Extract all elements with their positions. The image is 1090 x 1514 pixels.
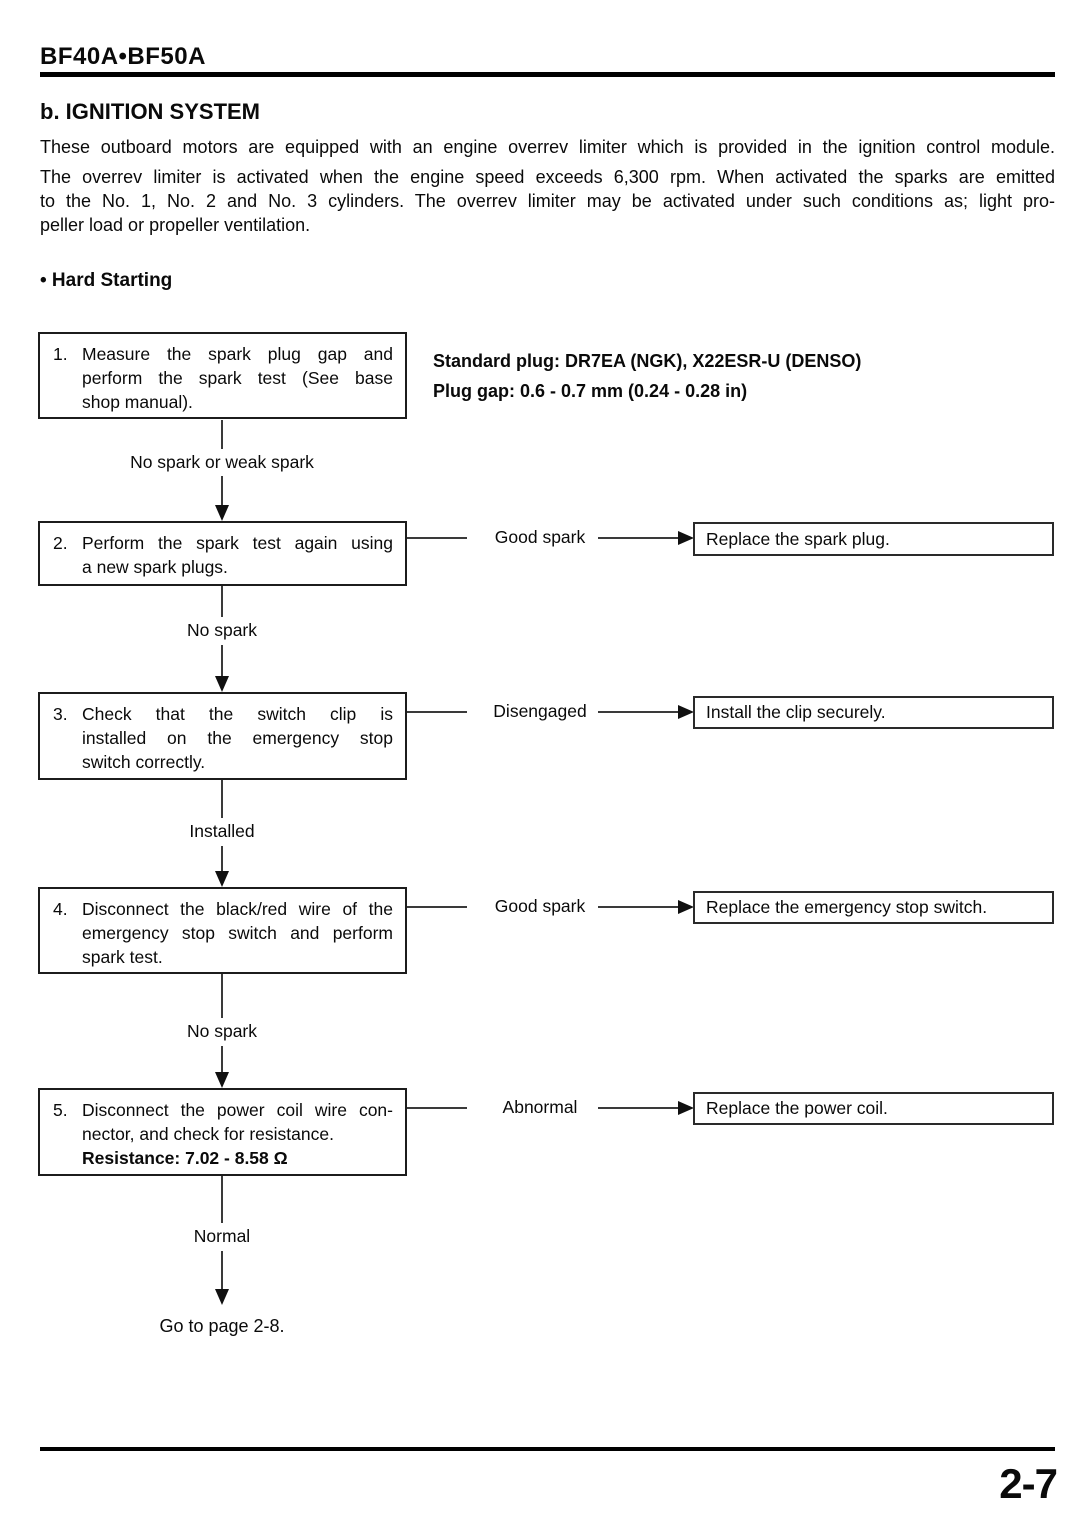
connector-line: [221, 974, 223, 1018]
arrow-right-icon: [678, 900, 694, 914]
spec-standard-plug: Standard plug: DR7EA (NGK), X22ESR-U (DE…: [433, 351, 862, 371]
arrow-right-icon: [678, 531, 694, 545]
subsection-title: • Hard Starting: [40, 270, 173, 291]
branch-label: Abnormal: [502, 1097, 578, 1117]
step-line: shop manual).: [82, 392, 193, 412]
arrow-down-icon: [215, 505, 229, 521]
down-label: No spark: [186, 620, 258, 640]
down-label: No spark: [186, 1021, 258, 1041]
connector-line: [598, 1107, 680, 1109]
flow-step-5: 5. Disconnect the power coil wire con- n…: [38, 1088, 407, 1176]
body-paragraph: The overrev limiter is activated when th…: [40, 165, 1055, 237]
arrow-down-icon: [215, 871, 229, 887]
connector-line: [407, 711, 467, 713]
down-label: Installed: [189, 821, 255, 841]
result-box: Install the clip securely.: [693, 696, 1054, 729]
flow-step-2: 2. Perform the spark test again using a …: [38, 521, 407, 586]
step-number: 4.: [53, 899, 68, 919]
result-box: Replace the emergency stop switch.: [693, 891, 1054, 924]
step-line: Disconnect the power coil wire con-: [82, 1100, 393, 1120]
paragraph-line: to the No. 1, No. 2 and No. 3 cylinders.…: [40, 191, 1055, 211]
connector-line: [221, 645, 223, 677]
step-line: Disconnect the black/red wire of the: [82, 899, 393, 919]
page-number: 2-7: [999, 1460, 1058, 1507]
terminal-label: Go to page 2-8.: [159, 1316, 285, 1336]
step-line: Perform the spark test again using: [82, 533, 393, 553]
connector-line: [221, 476, 223, 506]
branch-label: Disengaged: [493, 701, 587, 721]
flow-step-1: 1. Measure the spark plug gap and perfor…: [38, 332, 407, 419]
step-line: emergency stop switch and perform: [82, 923, 393, 943]
step-spec-line: Resistance: 7.02 - 8.58 Ω: [82, 1148, 288, 1168]
result-text: Replace the power coil.: [706, 1098, 888, 1118]
arrow-down-icon: [215, 1072, 229, 1088]
header-model: BF40A•BF50A: [40, 43, 206, 70]
paragraph-line: The overrev limiter is activated when th…: [40, 167, 1055, 187]
arrow-down-icon: [215, 1289, 229, 1305]
flow-step-3: 3. Check that the switch clip is install…: [38, 692, 407, 780]
connector-line: [598, 711, 680, 713]
down-label: No spark or weak spark: [130, 452, 314, 472]
result-text: Replace the spark plug.: [706, 528, 890, 549]
arrow-right-icon: [678, 705, 694, 719]
arrow-right-icon: [678, 1101, 694, 1115]
step-number: 1.: [53, 344, 68, 364]
connector-line: [221, 1176, 223, 1223]
connector-line: [407, 537, 467, 539]
connector-line: [221, 420, 223, 449]
paragraph-line: peller load or propeller ventilation.: [40, 215, 311, 235]
result-text: Install the clip securely.: [706, 702, 886, 722]
connector-line: [221, 1251, 223, 1290]
connector-line: [221, 586, 223, 617]
section-title: b. IGNITION SYSTEM: [40, 99, 261, 124]
step-number: 2.: [53, 533, 68, 553]
step-number: 3.: [53, 704, 68, 724]
step-line: spark test.: [82, 947, 163, 967]
footer-rule: [40, 1447, 1055, 1451]
step-line: perform the spark test (See base: [82, 368, 393, 388]
branch-label: Good spark: [494, 896, 586, 916]
connector-line: [221, 780, 223, 818]
step-line: Measure the spark plug gap and: [82, 344, 393, 364]
result-box: Replace the spark plug.: [693, 522, 1054, 556]
spec-plug-gap: Plug gap: 0.6 - 0.7 mm (0.24 - 0.28 in): [433, 381, 748, 401]
arrow-down-icon: [215, 676, 229, 692]
step-line: switch correctly.: [82, 752, 206, 772]
branch-label: Good spark: [494, 527, 586, 547]
step-line: nector, and check for resistance.: [82, 1124, 334, 1144]
result-box: Replace the power coil.: [693, 1092, 1054, 1125]
down-label: Normal: [193, 1226, 251, 1246]
intro-paragraph: These outboard motors are equipped with …: [40, 137, 1055, 157]
connector-line: [598, 906, 680, 908]
result-text: Replace the emergency stop switch.: [706, 897, 988, 917]
connector-line: [221, 1046, 223, 1073]
flow-step-4: 4. Disconnect the black/red wire of the …: [38, 887, 407, 974]
connector-line: [407, 906, 467, 908]
step-number: 5.: [53, 1100, 68, 1120]
step-line: a new spark plugs.: [82, 557, 228, 577]
header-rule: [40, 72, 1055, 77]
connector-line: [407, 1107, 467, 1109]
connector-line: [221, 846, 223, 872]
step-line: installed on the emergency stop: [82, 728, 393, 748]
connector-line: [598, 537, 680, 539]
step-line: Check that the switch clip is: [82, 704, 393, 724]
